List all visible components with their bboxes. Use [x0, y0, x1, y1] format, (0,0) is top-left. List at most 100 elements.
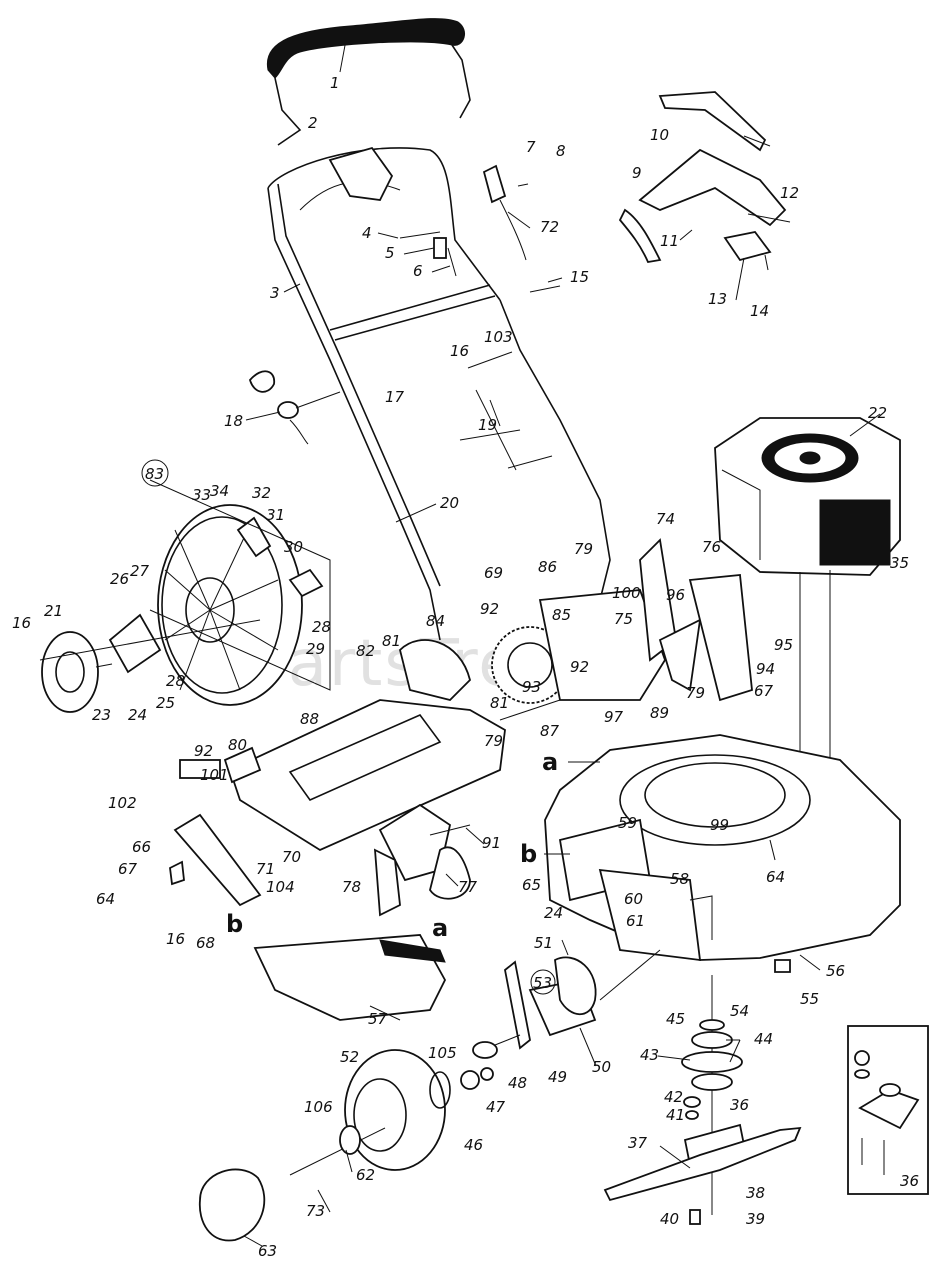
mower-deck [544, 734, 901, 962]
callout-83: 83 [145, 465, 164, 483]
callout-99: 99 [710, 816, 729, 834]
callout-78: 78 [342, 878, 361, 896]
callout-21: 21 [44, 602, 63, 620]
callout-40: 40 [660, 1210, 679, 1228]
callout-53-ring [530, 969, 556, 995]
callout-24a: 24 [128, 706, 147, 724]
callout-69: 69 [484, 564, 503, 582]
callout-106: 106 [304, 1098, 333, 1116]
callout-65: 65 [522, 876, 541, 894]
callout-92b: 92 [480, 600, 499, 618]
callout-9: 9 [632, 164, 642, 182]
callout-47: 47 [486, 1098, 506, 1116]
callout-1: 1 [330, 74, 340, 92]
height-adjuster [472, 949, 661, 1059]
lower-handle [267, 146, 611, 641]
callout-20: 20 [440, 494, 459, 512]
callout-79a: 79 [574, 540, 593, 558]
callout-28a: 28 [166, 672, 185, 690]
callout-76: 76 [702, 538, 721, 556]
callout-89: 89 [650, 704, 669, 722]
callout-97: 97 [604, 708, 624, 726]
callout-70: 70 [282, 848, 301, 866]
callout-26: 26 [110, 570, 129, 588]
callout-51: 51 [534, 934, 553, 952]
callout-10: 10 [650, 126, 669, 144]
callout-50: 50 [592, 1058, 611, 1076]
callout-87: 87 [540, 722, 560, 740]
callout-79b: 79 [686, 684, 705, 702]
callout-39: 39 [746, 1210, 765, 1228]
callout-53: 53 [533, 974, 552, 992]
callout-43: 43 [640, 1046, 659, 1064]
callout-103: 103 [484, 328, 513, 346]
upper-handle-grip [266, 18, 471, 146]
callout-71: 71 [256, 860, 275, 878]
callout-30: 30 [284, 538, 303, 556]
callout-68: 68 [196, 934, 215, 952]
callout-28b: 28 [312, 618, 331, 636]
callout-48: 48 [508, 1074, 527, 1092]
engine [714, 417, 901, 820]
callout-81a: 81 [382, 632, 401, 650]
callout-5: 5 [385, 244, 395, 262]
part-callouts: 1 2 3 4 5 6 7 8 9 10 11 12 13 14 15 16 1… [12, 74, 919, 1260]
callout-64b: 64 [766, 868, 785, 886]
drive-housing-88 [169, 699, 506, 907]
controls-and-cables [249, 164, 561, 471]
ref-letter-b-bracket: b [226, 910, 243, 938]
front-wheel-52 [198, 1049, 494, 1242]
callout-52: 52 [340, 1048, 359, 1066]
callout-15: 15 [570, 268, 589, 286]
callout-92c: 92 [570, 658, 589, 676]
inset-blade-adapter [847, 1025, 929, 1195]
callout-2: 2 [308, 114, 318, 132]
callout-67a: 67 [118, 860, 138, 878]
callout-14: 14 [750, 302, 769, 320]
callout-36a: 36 [730, 1096, 749, 1114]
callout-45: 45 [666, 1010, 685, 1028]
callout-92a: 92 [194, 742, 213, 760]
callout-63: 63 [258, 1242, 277, 1260]
callout-101: 101 [200, 766, 229, 784]
ref-letter-b-deck: b [520, 840, 537, 868]
callout-55: 55 [800, 990, 819, 1008]
callout-102: 102 [108, 794, 137, 812]
callout-82: 82 [356, 642, 375, 660]
callout-16a: 16 [450, 342, 469, 360]
leader-lines [243, 39, 885, 1247]
callout-6: 6 [413, 262, 423, 280]
callout-32: 32 [252, 484, 271, 502]
callout-42: 42 [664, 1088, 683, 1106]
drive-wheel-assembly [39, 479, 331, 713]
callout-27: 27 [130, 562, 150, 580]
callout-59: 59 [618, 814, 637, 832]
callout-94: 94 [756, 660, 775, 678]
callout-83-ring [141, 459, 169, 487]
callout-18: 18 [224, 412, 243, 430]
callout-61: 61 [626, 912, 645, 930]
callout-8: 8 [556, 142, 566, 160]
blade-stack [603, 959, 802, 1225]
callout-46: 46 [464, 1136, 483, 1154]
callout-84: 84 [426, 612, 445, 630]
gear-case-78 [373, 803, 471, 917]
callout-33: 33 [192, 486, 211, 504]
callout-57: 57 [368, 1010, 388, 1028]
callout-104: 104 [266, 878, 295, 896]
callout-77: 77 [458, 878, 478, 896]
discharge-chute-57 [253, 934, 447, 1021]
callout-95: 95 [774, 636, 793, 654]
callout-34: 34 [210, 482, 229, 500]
callout-11: 11 [660, 232, 679, 250]
callout-91: 91 [482, 834, 501, 852]
callout-13: 13 [708, 290, 727, 308]
callout-74: 74 [656, 510, 675, 528]
callout-19: 19 [478, 416, 497, 434]
callout-88: 88 [300, 710, 319, 728]
callout-22: 22 [868, 404, 887, 422]
callout-23: 23 [92, 706, 111, 724]
callout-49: 49 [548, 1068, 567, 1086]
callout-66: 66 [132, 838, 151, 856]
